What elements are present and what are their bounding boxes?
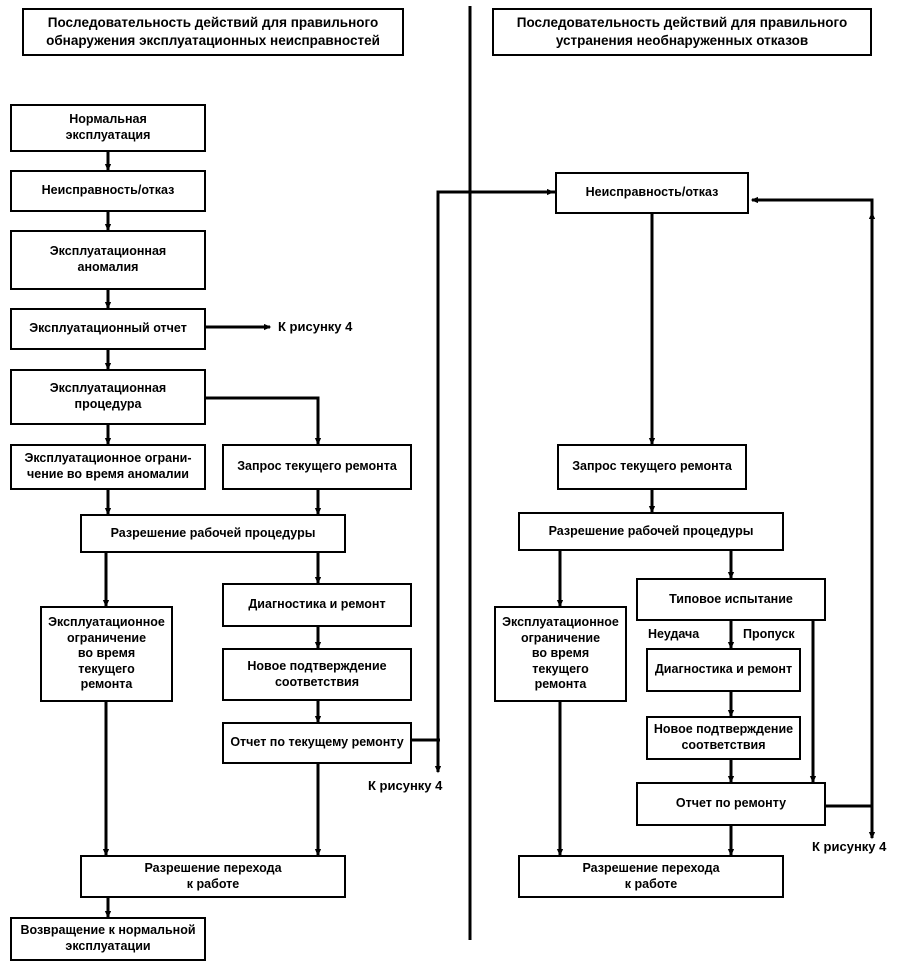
annotation-branch-pass: Пропуск (743, 627, 795, 641)
plain-line-group (408, 190, 874, 808)
annotation-to-figure-4-left-bottom: К рисунку 4 (368, 778, 443, 793)
node-diagnostics-repair-left[interactable]: Диагностика и ремонт (222, 583, 412, 627)
node-operational-limit-during-repair-left[interactable]: Эксплуатационное ограничение во время те… (40, 606, 173, 702)
title-right-panel: Последовательность действий для правильн… (492, 8, 872, 56)
node-new-conformity-confirmation-left[interactable]: Новое подтверждение соответствия (222, 648, 412, 701)
node-type-test[interactable]: Типовое испытание (636, 578, 826, 621)
node-maintenance-request-left[interactable]: Запрос текущего ремонта (222, 444, 412, 490)
node-normal-operation[interactable]: Нормальная эксплуатация (10, 104, 206, 152)
annotation-to-figure-4-right: К рисунку 4 (812, 839, 887, 854)
node-operational-procedure[interactable]: Эксплуатационная процедура (10, 369, 206, 425)
node-failure-malfunction-left[interactable]: Неисправность/отказ (10, 170, 206, 212)
node-maintenance-request-right[interactable]: Запрос текущего ремонта (557, 444, 747, 490)
node-return-to-service-approval-right[interactable]: Разрешение перехода к работе (518, 855, 784, 898)
node-work-procedure-approval-right[interactable]: Разрешение рабочей процедуры (518, 512, 784, 551)
node-operational-anomaly[interactable]: Эксплуатационная аномалия (10, 230, 206, 290)
node-diagnostics-repair-right[interactable]: Диагностика и ремонт (646, 648, 801, 692)
node-repair-report[interactable]: Отчет по ремонту (636, 782, 826, 826)
annotation-to-figure-4-left-top: К рисунку 4 (278, 319, 353, 334)
node-new-conformity-confirmation-right[interactable]: Новое подтверждение соответствия (646, 716, 801, 760)
node-work-procedure-approval-left[interactable]: Разрешение рабочей процедуры (80, 514, 346, 553)
node-operational-limit-during-repair-right[interactable]: Эксплуатационное ограничение во время те… (494, 606, 627, 702)
node-operational-report[interactable]: Эксплуатационный отчет (10, 308, 206, 350)
node-failure-malfunction-right[interactable]: Неисправность/отказ (555, 172, 749, 214)
title-left-panel: Последовательность действий для правильн… (22, 8, 404, 56)
node-maintenance-report-left[interactable]: Отчет по текущему ремонту (222, 722, 412, 764)
node-return-to-service-approval-left[interactable]: Разрешение перехода к работе (80, 855, 346, 898)
node-operational-limit-anomaly[interactable]: Эксплуатационное ограни- чение во время … (10, 444, 206, 490)
annotation-branch-failure: Неудача (648, 627, 700, 641)
node-return-to-normal-operation[interactable]: Возвращение к нормальной эксплуатации (10, 917, 206, 961)
